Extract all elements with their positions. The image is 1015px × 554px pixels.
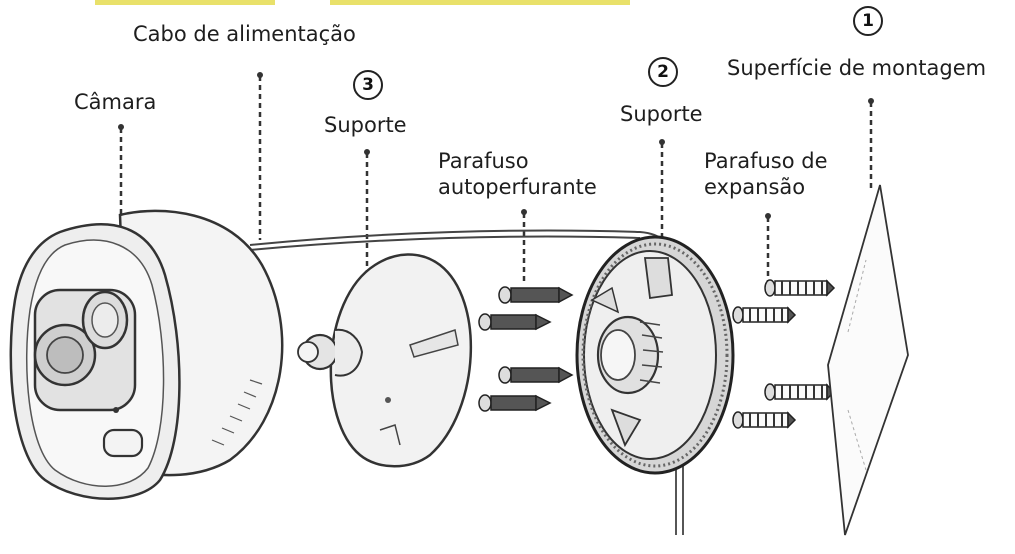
- camera-body: [9, 209, 284, 500]
- step-1-badge: 1: [853, 6, 883, 36]
- bracket-2-shape: [575, 235, 735, 475]
- bracket-3-shape: [297, 253, 473, 468]
- self-tapping-screws: [478, 286, 574, 412]
- step-2-badge: 2: [648, 57, 678, 87]
- label-self-tapping-screw-2: autoperfurante: [438, 175, 597, 199]
- label-camera: Câmara: [74, 90, 157, 114]
- top-strip-left: [95, 0, 275, 5]
- top-strip-right: [330, 0, 630, 5]
- step-3-badge: 3: [353, 70, 383, 100]
- label-expansion-screw-2: expansão: [704, 175, 806, 199]
- label-self-tapping-screw-1: Parafuso: [438, 149, 529, 173]
- label-bracket-2: Suporte: [620, 102, 703, 126]
- label-power-cable: Cabo de alimentação: [133, 22, 356, 46]
- mounting-surface-shape: [827, 184, 909, 536]
- label-expansion-screw-1: Parafuso de: [704, 149, 828, 173]
- leader-dots: [118, 72, 874, 219]
- label-mounting-surface: Superfície de montagem: [727, 56, 987, 80]
- expansion-screws: [732, 279, 836, 429]
- label-bracket-3: Suporte: [324, 113, 407, 137]
